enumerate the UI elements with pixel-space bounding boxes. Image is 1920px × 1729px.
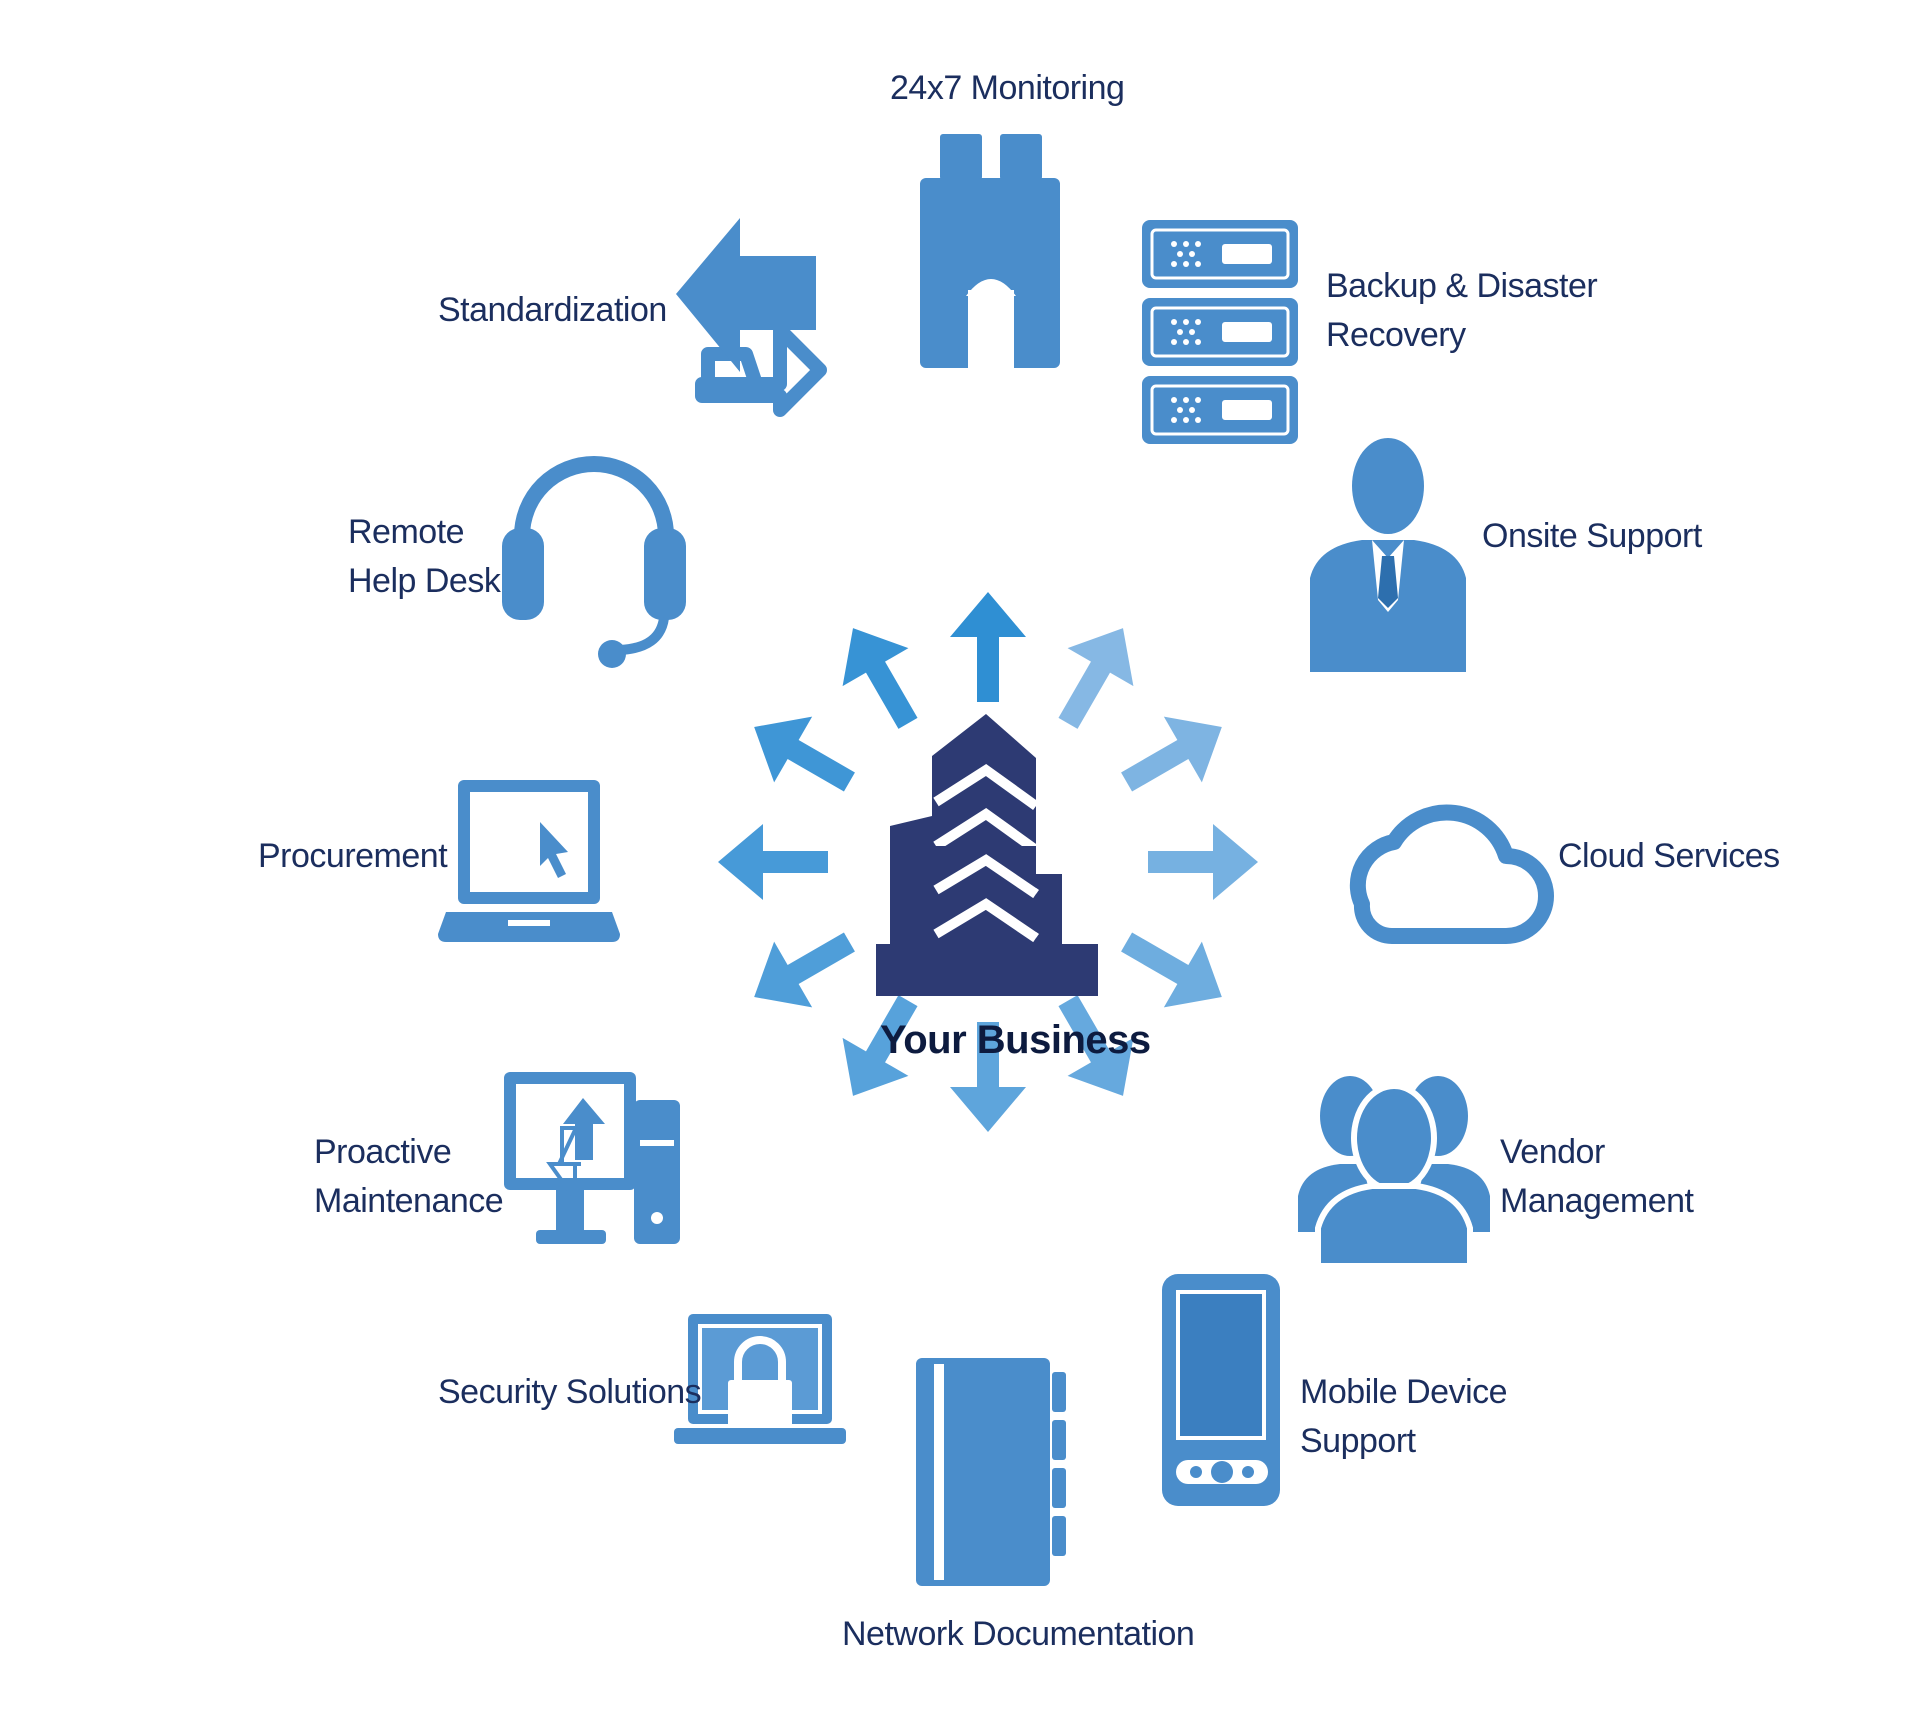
laptop-cursor-icon xyxy=(438,780,620,942)
businessman-icon xyxy=(1310,438,1466,672)
arrow-30deg xyxy=(1035,609,1156,743)
label-line: Support xyxy=(1300,1422,1416,1460)
desktop-sync-icon xyxy=(504,1072,680,1244)
label-mobile-device-support: Mobile Device Support xyxy=(1300,1368,1508,1466)
label-standardization: Standardization xyxy=(438,286,667,335)
label-network-documentation: Network Documentation xyxy=(842,1610,1195,1659)
server-rack-icon xyxy=(1140,220,1300,446)
label-line: Onsite Support xyxy=(1482,517,1702,555)
label-24x7-monitoring: 24x7 Monitoring xyxy=(890,64,1125,113)
label-line: Standardization xyxy=(438,291,667,329)
label-onsite-support: Onsite Support xyxy=(1482,512,1702,561)
label-line: Backup & Disaster xyxy=(1326,267,1598,305)
label-line: Maintenance xyxy=(314,1182,504,1220)
label-line: Procurement xyxy=(258,837,448,875)
label-line: Security Solutions xyxy=(438,1373,702,1411)
label-security-solutions: Security Solutions xyxy=(438,1368,702,1417)
label-proactive-maintenance: Proactive Maintenance xyxy=(314,1128,504,1226)
arrow-300deg xyxy=(735,694,869,815)
label-line: 24x7 Monitoring xyxy=(890,69,1125,107)
label-line: Recovery xyxy=(1326,316,1466,354)
headset-icon xyxy=(502,456,686,668)
building-icon xyxy=(876,714,1098,996)
notebook-icon xyxy=(916,1358,1066,1586)
label-line: Network Documentation xyxy=(842,1615,1195,1653)
label-cloud-services: Cloud Services xyxy=(1558,832,1780,881)
label-backup-disaster-recovery: Backup & Disaster Recovery xyxy=(1326,262,1598,360)
arrow-0deg xyxy=(950,592,1026,702)
label-line: Help Desk xyxy=(348,562,501,600)
label-procurement: Procurement xyxy=(258,832,448,881)
arrow-60deg xyxy=(1107,694,1241,815)
user-group-icon xyxy=(1298,1076,1490,1269)
arrow-240deg xyxy=(735,909,869,1030)
label-remote-help-desk: Remote Help Desk xyxy=(348,508,501,606)
cloud-icon xyxy=(1349,804,1554,945)
label-line: Vendor xyxy=(1500,1133,1605,1171)
label-line: Proactive xyxy=(314,1133,452,1171)
center-label: Your Business xyxy=(880,1018,1151,1062)
label-line: Management xyxy=(1500,1182,1694,1220)
exchange-arrows-icon xyxy=(676,218,827,417)
label-line: Cloud Services xyxy=(1558,837,1780,875)
label-line: Mobile Device xyxy=(1300,1373,1508,1411)
label-line: Remote xyxy=(348,513,465,551)
arrow-120deg xyxy=(1107,909,1241,1030)
arrow-90deg xyxy=(1148,824,1258,900)
binoculars-icon xyxy=(920,134,1060,368)
arrow-270deg xyxy=(718,824,828,900)
laptop-lock-icon xyxy=(674,1314,846,1444)
label-vendor-management: Vendor Management xyxy=(1500,1128,1694,1226)
arrow-330deg xyxy=(820,609,941,743)
smartphone-icon xyxy=(1162,1274,1280,1506)
